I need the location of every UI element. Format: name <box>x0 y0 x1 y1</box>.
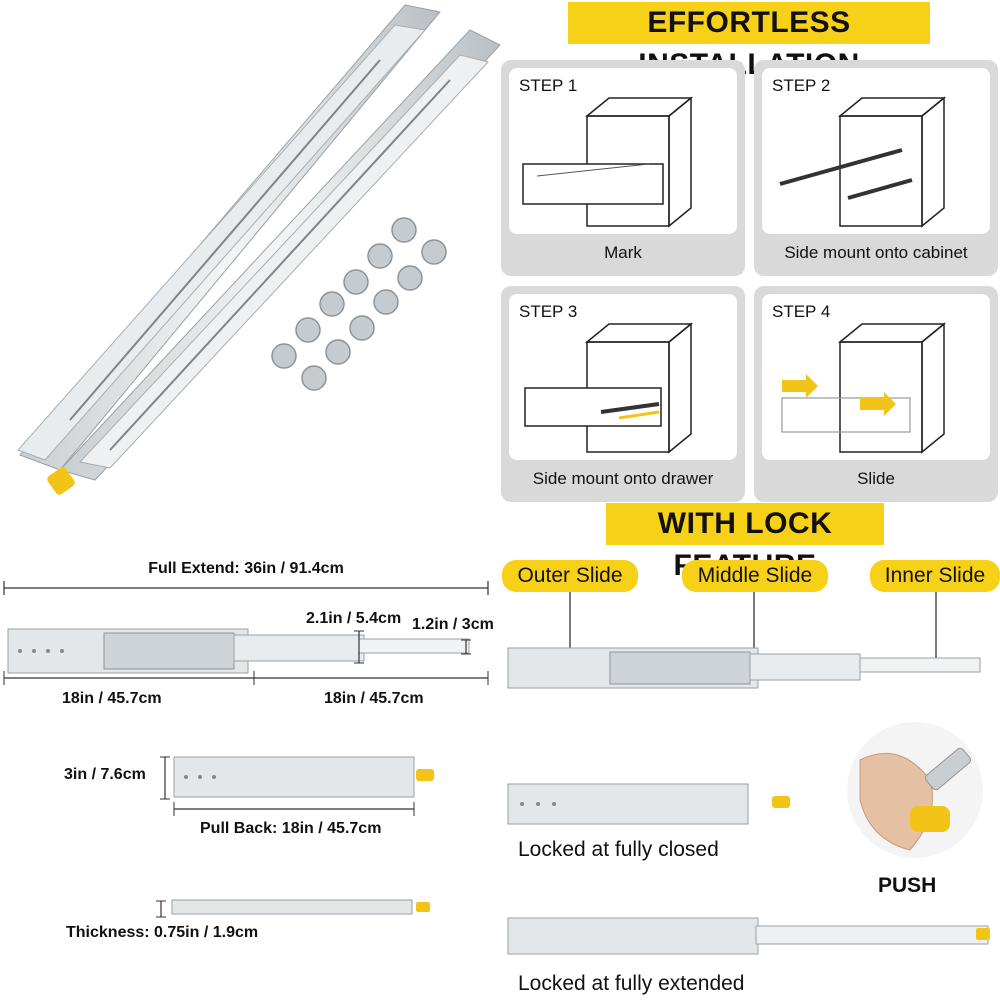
locked-closed-label: Locked at fully closed <box>518 838 719 861</box>
installation-banner: EFFORTLESS INSTALLATION <box>568 2 930 81</box>
step-2-illustration: STEP 2 <box>762 68 990 234</box>
extended-slide-image <box>7 628 470 674</box>
drawer-insert-drawing <box>781 322 947 454</box>
step-2-title: STEP 2 <box>772 76 831 95</box>
half-length-dimension-line <box>3 671 489 685</box>
step-4-illustration: STEP 4 <box>762 294 990 460</box>
step-3-caption: Side mount onto drawer <box>532 469 714 488</box>
inner-slide-tag: Inner Slide <box>870 560 1000 592</box>
locked-closed-slide-image <box>507 783 790 825</box>
step-3-card: STEP 3 Side mount onto drawer <box>501 286 745 502</box>
closed-height-bracket <box>160 756 170 800</box>
push-finger-image <box>847 722 983 858</box>
slide-parts-diagram <box>507 592 981 689</box>
cabinet-mark-drawing <box>522 96 694 228</box>
step-1-caption: Mark <box>604 243 642 262</box>
step-1-card: STEP 1 Mark <box>501 60 745 276</box>
step-3-illustration: STEP 3 <box>509 294 737 460</box>
step-1-title: STEP 1 <box>519 76 578 95</box>
drawer-slide-drawing <box>524 322 694 454</box>
right-half-label: 18in / 45.7cm <box>324 690 424 707</box>
pull-back-dimension-line <box>173 802 415 816</box>
step-2-caption: Side mount onto cabinet <box>784 243 968 262</box>
full-extend-label: Full Extend: 36in / 91.4cm <box>148 560 344 577</box>
pull-back-label: Pull Back: 18in / 45.7cm <box>200 820 382 837</box>
step-4-caption: Slide <box>857 469 895 488</box>
closed-slide-image <box>173 756 434 798</box>
left-half-label: 18in / 45.7cm <box>62 690 162 707</box>
middle-slide-tag: Middle Slide <box>682 560 828 592</box>
step-1-illustration: STEP 1 <box>509 68 737 234</box>
locked-extended-slide-image <box>507 917 990 955</box>
step-3-title: STEP 3 <box>519 302 578 321</box>
cabinet-slide-drawing <box>779 96 947 228</box>
step-4-title: STEP 4 <box>772 302 831 321</box>
full-extend-dimension-line <box>3 581 489 595</box>
step-2-card: STEP 2 Side mount onto cabinet <box>754 60 998 276</box>
lock-feature-banner: WITH LOCK FEATURE <box>606 503 884 582</box>
outer-slide-tag: Outer Slide <box>502 560 638 592</box>
thickness-label: Thickness: 0.75in / 1.9cm <box>66 924 259 941</box>
step-4-card: STEP 4 Slide <box>754 286 998 502</box>
thickness-bracket <box>156 900 166 918</box>
height-inner-bracket <box>461 639 471 655</box>
push-label: PUSH <box>878 874 937 897</box>
thickness-slide-image <box>171 899 430 915</box>
drawer-slides-product-image <box>17 4 501 495</box>
closed-height-label: 3in / 7.6cm <box>64 766 146 783</box>
height-inner-label: 1.2in / 3cm <box>412 616 494 633</box>
height-outer-bracket <box>354 630 364 664</box>
locked-extended-label: Locked at fully extended <box>518 972 745 995</box>
height-outer-label: 2.1in / 5.4cm <box>306 610 402 627</box>
